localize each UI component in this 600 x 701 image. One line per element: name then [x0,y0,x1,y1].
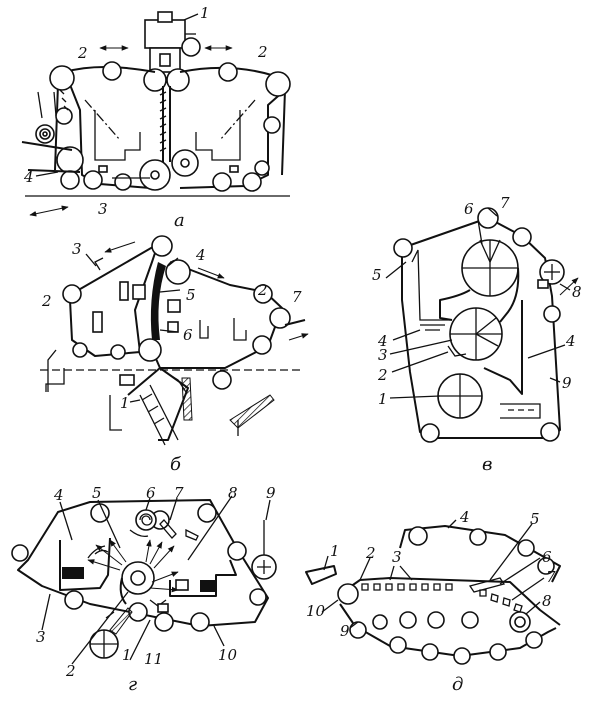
label-d-1: 1 [330,542,340,560]
label-v-2: 2 [377,366,388,384]
label-d-7: 7 [546,568,556,586]
roll-bottom-a [83,170,103,190]
diagram-d: 1 2 3 4 5 6 7 8 9 10 д [305,508,561,695]
label-g-8: 8 [228,484,238,502]
label-b-5: 5 [186,286,196,304]
label-b-6: 6 [183,326,193,344]
label-d-10: 10 [306,602,326,620]
label-v-3: 3 [378,346,388,364]
label-b-1: 1 [120,394,130,412]
roll-bottom-c [242,172,262,192]
label-d-6: 6 [542,548,552,566]
label-d-2: 2 [365,544,376,562]
label-a-3: 3 [98,200,108,218]
caption-v: в [482,454,492,475]
head-unit [144,11,196,73]
label-d-8: 8 [542,592,552,610]
breast-roll [337,583,359,605]
label-b-4: 4 [195,246,206,264]
label-d-3: 3 [392,548,402,566]
caption-a: а [174,210,185,231]
roll-b-top [151,235,173,257]
roll-b-4 [165,259,191,285]
label-v-4-right: 4 [565,332,576,350]
roll-b-left-top [62,284,82,304]
label-g-1: 1 [122,646,132,664]
feed-roll [56,146,84,174]
label-b-2-left: 2 [41,292,52,310]
label-v-5: 5 [372,266,382,284]
label-a-4: 4 [23,168,34,186]
diagram-g: 1 2 3 4 5 6 7 8 9 10 11 г [11,484,277,695]
roll-g-6 [135,509,157,531]
roll-center-left [143,68,167,92]
roll-b-6 [138,338,162,362]
right-belt [179,66,286,189]
roll-top [181,37,201,57]
roll-right-1 [218,62,238,82]
headbox [127,367,189,441]
label-v-6: 6 [464,200,474,218]
label-d-4: 4 [459,508,470,526]
label-v-1: 1 [378,390,388,408]
diagram-v: 1 2 3 4 4 5 6 7 8 9 в [372,194,582,475]
forming-zone [150,262,166,340]
hood-left [94,110,141,161]
label-g-5: 5 [92,484,102,502]
label-v-9: 9 [562,374,572,392]
roll-left-top [49,65,75,91]
diagram-b: 1 2 2 3 4 5 6 7 б [40,235,309,475]
caption-g: г [128,674,137,695]
wire-top [339,577,561,626]
label-v-4-left: 4 [377,332,388,350]
label-g-7: 7 [174,484,184,502]
roll-bottom-b [212,172,232,192]
label-a-2-right: 2 [257,43,268,61]
roll-center-right [166,68,190,92]
label-b-7: 7 [292,288,302,306]
headbox-d [305,565,337,585]
label-g-9: 9 [266,484,276,502]
roll-v-7 [477,207,499,229]
label-b-2-right: 2 [257,281,268,299]
label-g-11: 11 [144,650,163,668]
hood-g-left [59,537,111,591]
label-g-2: 2 [65,662,76,680]
hood-right [195,110,241,161]
label-d-9: 9 [340,622,350,640]
left-belt [69,243,159,357]
label-g-3: 3 [36,628,46,646]
diagram-a: 1 2 2 3 4 а [21,4,291,231]
label-g-10: 10 [218,646,238,664]
partition [439,267,523,395]
label-d-5: 5 [530,510,540,528]
label-v-7: 7 [500,194,510,212]
caption-d: д [452,674,463,695]
roll-b-7 [269,307,291,329]
label-a-2-left: 2 [77,44,88,62]
label-a-1: 1 [200,4,210,22]
outer-belt [17,499,269,627]
roll-left-1 [102,61,122,81]
caption-b: б [170,454,182,475]
label-b-3: 3 [72,240,82,258]
label-g-4: 4 [53,486,64,504]
label-v-8: 8 [572,283,582,301]
roll-right-top [265,71,291,97]
label-g-6: 6 [146,484,156,502]
